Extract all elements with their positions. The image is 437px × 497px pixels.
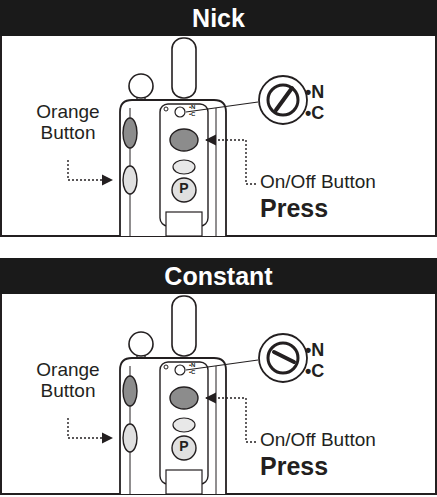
transmitter-nick — [1, 1, 436, 236]
header-band: Nick — [0, 0, 437, 36]
part-label: On/Off Button — [260, 172, 376, 193]
mode-letter-small: •C — [189, 369, 195, 376]
mode-letter-small: •N — [189, 362, 195, 369]
button-letter: P — [178, 439, 190, 454]
mode-letter-small: •N — [189, 104, 195, 111]
header-band: Constant — [0, 258, 437, 294]
part-label: Orange Button — [28, 360, 108, 402]
transmitter-constant — [1, 259, 436, 494]
action-label: Press — [260, 195, 328, 223]
mode-letter: •N — [305, 341, 324, 361]
mode-letter: •C — [305, 362, 324, 382]
mode-letter: •C — [305, 104, 324, 124]
mode-letter: •N — [305, 83, 324, 103]
part-label: Orange Button — [28, 102, 108, 144]
panel-title: Constant — [164, 262, 272, 291]
action-label: Press — [260, 453, 328, 481]
mode-letter-small: •C — [189, 111, 195, 118]
button-letter: P — [178, 181, 190, 196]
panel-title: Nick — [192, 4, 245, 33]
part-label: On/Off Button — [260, 430, 376, 451]
